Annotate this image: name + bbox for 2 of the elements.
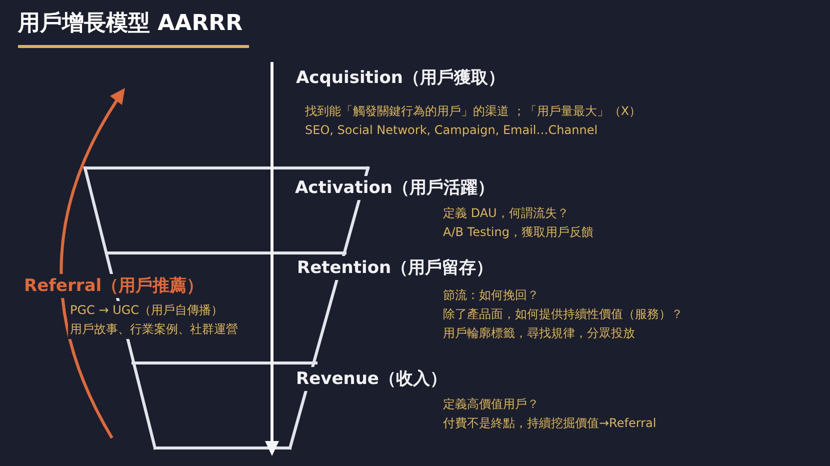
stage-note: 用戶故事、行業案例、社群運營 [68, 320, 240, 339]
diagram-title: 用戶增長模型 AARRR [18, 9, 249, 48]
